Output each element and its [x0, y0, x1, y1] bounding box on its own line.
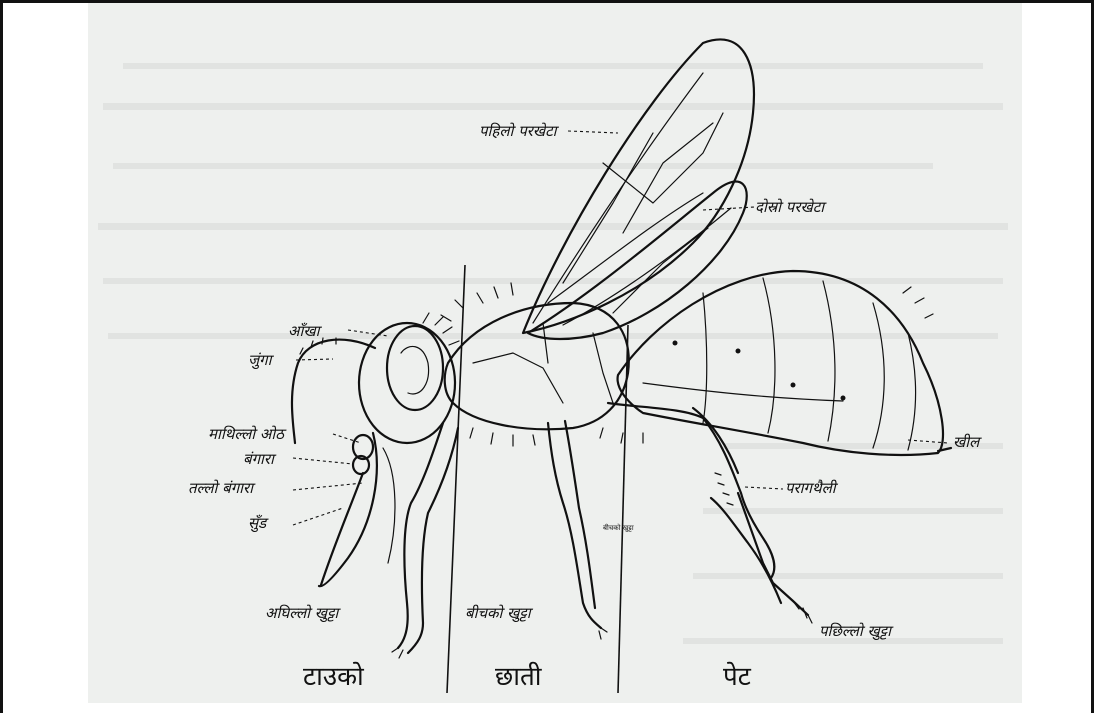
label-upper-lip: माथिल्लो ओठ [208, 425, 287, 443]
label-second-wing: दोस्रो परखेटा [755, 198, 827, 216]
label-pollen-basket: परागथैली [785, 479, 839, 497]
label-hind-leg: पछिल्लो खुट्टा [819, 622, 894, 641]
front-leg-drawing [392, 423, 458, 658]
middle-leg-drawing [548, 421, 607, 639]
label-front-leg: अघिल्लो खुट्टा [265, 604, 341, 623]
label-eye: आँखा [288, 322, 323, 340]
second-wing [528, 182, 747, 339]
section-abdomen: पेट [723, 661, 752, 692]
abdomen [618, 271, 943, 455]
label-middle-leg-small: बीचको खुट्टा [603, 523, 634, 532]
background-texture [98, 63, 1008, 644]
section-head: टाउको [303, 661, 365, 692]
section-thorax: छाती [495, 661, 543, 692]
mouthparts [319, 433, 395, 586]
label-lower-mandible: तल्लो बंगारा [188, 479, 256, 497]
honeybee-diagram: पहिलो परखेटा दोस्रो परखेटा आँखा जुंगा मा… [3, 3, 1094, 713]
label-first-wing: पहिलो परखेटा [479, 122, 560, 140]
label-mandible: बंगारा [243, 450, 277, 468]
label-middle-leg: बीचको खुट्टा [465, 604, 534, 623]
label-antenna: जुंगा [248, 351, 275, 370]
label-proboscis: सुँड [248, 514, 269, 533]
antenna [292, 338, 375, 443]
label-sting: खील [953, 433, 982, 451]
